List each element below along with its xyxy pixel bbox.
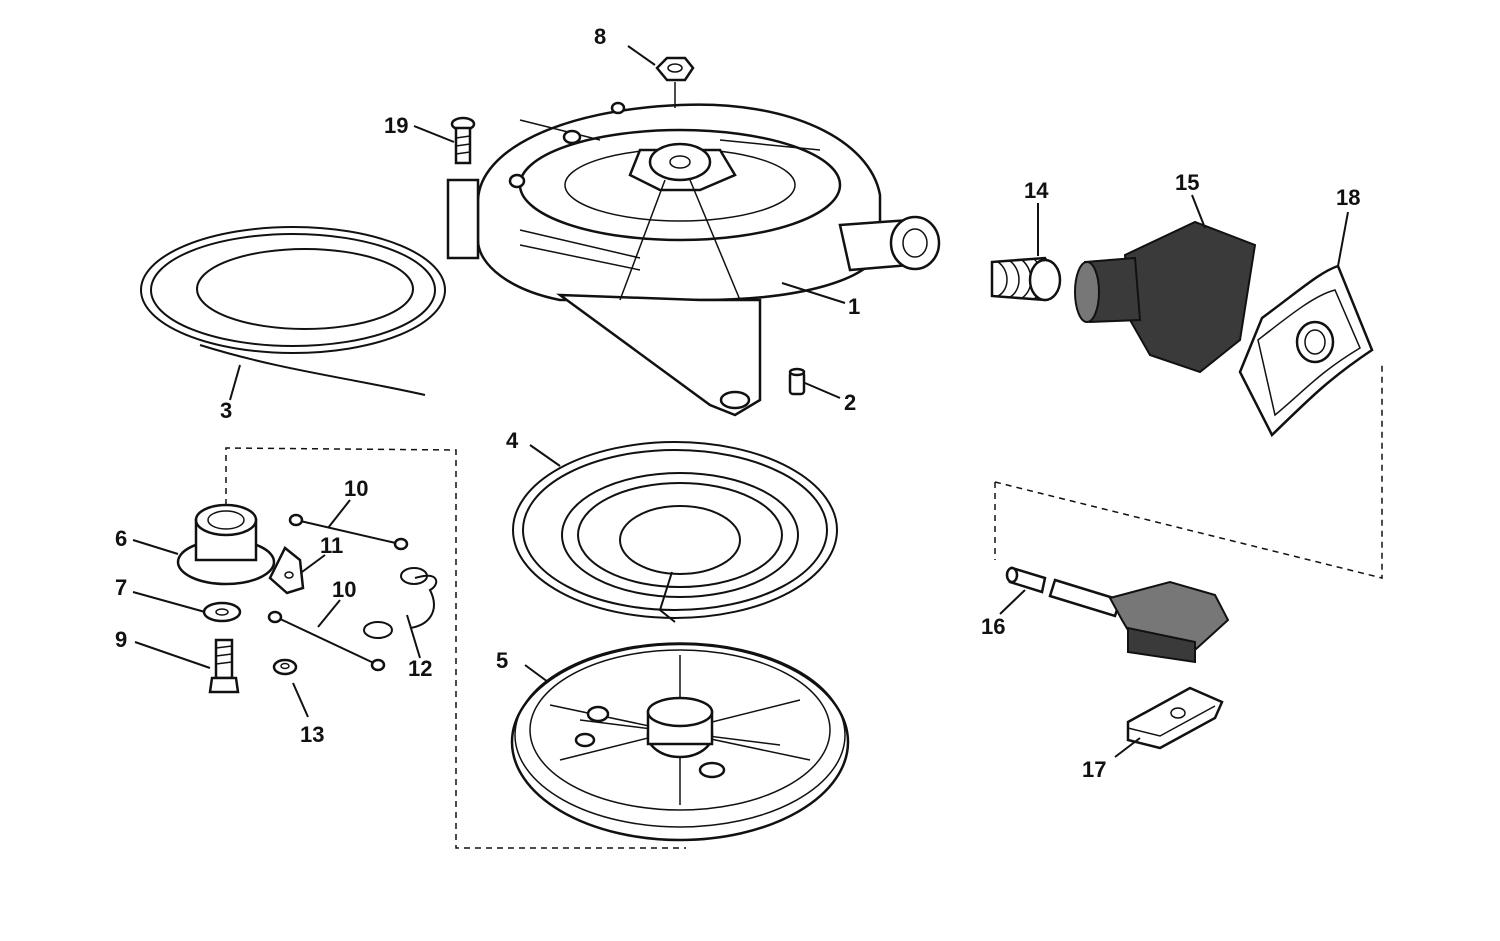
part-label-13: 13 (300, 722, 324, 747)
part-label-10-lower: 10 (332, 577, 356, 602)
rewind-spring-drawing (512, 441, 838, 623)
part-label-1: 1 (848, 294, 860, 319)
part-label-15: 15 (1175, 170, 1199, 195)
part-labels: 1 2 3 4 5 6 7 8 9 10 10 11 12 13 14 15 1… (115, 24, 1360, 782)
part-label-10-upper: 10 (344, 476, 368, 501)
part-label-18: 18 (1336, 185, 1360, 210)
washer-drawing (202, 601, 242, 623)
starter-housing-drawing (446, 101, 941, 417)
part-label-9: 9 (115, 627, 127, 652)
spring-clip-drawing (363, 567, 438, 639)
hub-drawing (176, 503, 276, 586)
link-upper-drawing (288, 513, 409, 551)
rope-guide-drawing (1074, 220, 1257, 374)
small-washer-drawing (272, 658, 298, 676)
bolt-drawing (208, 638, 240, 694)
nut-drawing (655, 56, 695, 108)
pin-drawing (788, 367, 806, 396)
rope-handle-drawing (1005, 566, 1230, 664)
part-label-19: 19 (384, 113, 408, 138)
part-label-4: 4 (506, 428, 519, 453)
part-label-16: 16 (981, 614, 1005, 639)
part-label-3: 3 (220, 398, 232, 423)
part-label-7: 7 (115, 575, 127, 600)
part-label-6: 6 (115, 526, 127, 551)
part-label-2: 2 (844, 390, 856, 415)
part-label-14: 14 (1024, 178, 1049, 203)
dashed-guides (225, 362, 1383, 849)
part-label-8: 8 (594, 24, 606, 49)
part-label-5: 5 (496, 648, 508, 673)
starter-rope-drawing (140, 226, 446, 396)
retainer-drawing (1126, 686, 1224, 750)
rope-pulley-drawing (510, 642, 850, 842)
screw-drawing (450, 116, 476, 165)
pawl-drawing (268, 546, 305, 595)
part-label-11: 11 (320, 533, 343, 558)
plate-drawing (1238, 264, 1374, 438)
part-label-17: 17 (1082, 757, 1106, 782)
part-label-12: 12 (408, 656, 432, 681)
link-lower-drawing (267, 610, 386, 672)
leader-lines (132, 45, 1349, 758)
coil-spring-drawing (990, 256, 1062, 302)
